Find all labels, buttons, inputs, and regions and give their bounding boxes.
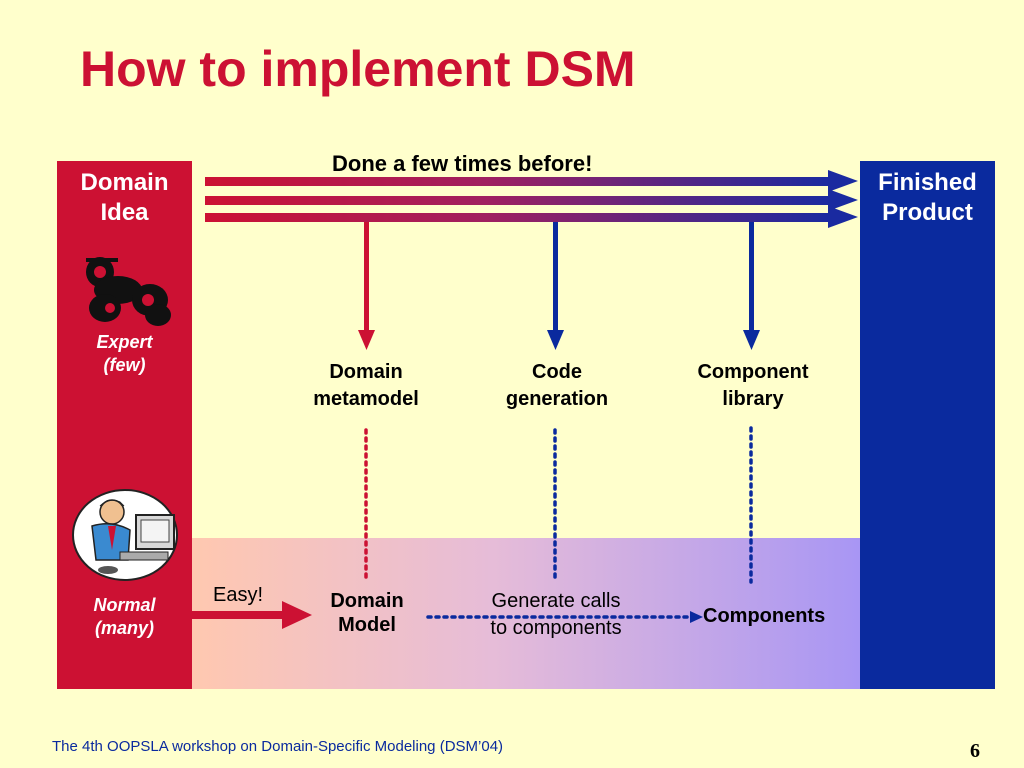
- top-flow-arrow-2: [205, 189, 858, 211]
- generate-calls-line-2: to components: [490, 617, 622, 639]
- easy-arrow: [192, 601, 312, 629]
- code-generation-line-2: generation: [505, 388, 609, 410]
- component-library-label: Component library: [673, 359, 833, 413]
- generate-calls-arrow: [426, 611, 703, 623]
- arrow-down-library: [743, 222, 760, 350]
- done-before-label: Done a few times before!: [332, 151, 593, 176]
- components-label: Components: [703, 605, 826, 627]
- finished-product-line-1: Finished: [878, 169, 977, 196]
- footer-text: The 4th OOPSLA workshop on Domain-Specif…: [52, 738, 504, 755]
- domain-model-label: Domain Model: [307, 589, 427, 637]
- code-generation-line-1: Code: [532, 361, 582, 383]
- normal-line-1: Normal: [93, 595, 156, 615]
- page-number: 6: [970, 740, 980, 762]
- page-title: How to implement DSM: [80, 41, 636, 97]
- normal-label: Normal (many): [57, 594, 192, 640]
- easy-label: Easy!: [213, 584, 264, 606]
- top-flow-arrow-3: [205, 206, 858, 228]
- arrow-down-codegen: [547, 222, 564, 350]
- expert-line-1: Expert: [96, 332, 153, 352]
- domain-model-line-2: Model: [338, 614, 396, 636]
- top-flow-arrow-1: [205, 170, 858, 192]
- generate-calls-label: Generate calls to components: [466, 588, 646, 642]
- component-library-line-2: library: [722, 388, 784, 410]
- domain-idea-panel: [57, 161, 192, 689]
- finished-product-label: Finished Product: [860, 168, 995, 228]
- domain-model-line-1: Domain: [330, 590, 404, 612]
- domain-idea-label: Domain Idea: [57, 168, 192, 228]
- domain-metamodel-line-1: Domain: [329, 361, 403, 383]
- domain-metamodel-label: Domain metamodel: [286, 359, 446, 413]
- normal-line-2: (many): [94, 618, 154, 638]
- person-at-computer-icon: [72, 489, 178, 581]
- code-generation-label: Code generation: [477, 359, 637, 413]
- finished-product-panel: [860, 161, 995, 689]
- component-library-line-1: Component: [697, 361, 809, 383]
- domain-idea-line-2: Idea: [100, 199, 149, 226]
- arrow-down-metamodel: [358, 222, 375, 350]
- expert-figure-icon: [86, 257, 171, 326]
- finished-product-line-2: Product: [882, 199, 973, 226]
- generate-calls-line-1: Generate calls: [491, 590, 621, 612]
- expert-label: Expert (few): [57, 331, 192, 377]
- domain-metamodel-line-2: metamodel: [313, 388, 419, 410]
- domain-idea-line-1: Domain: [80, 169, 169, 196]
- expert-line-2: (few): [103, 355, 146, 375]
